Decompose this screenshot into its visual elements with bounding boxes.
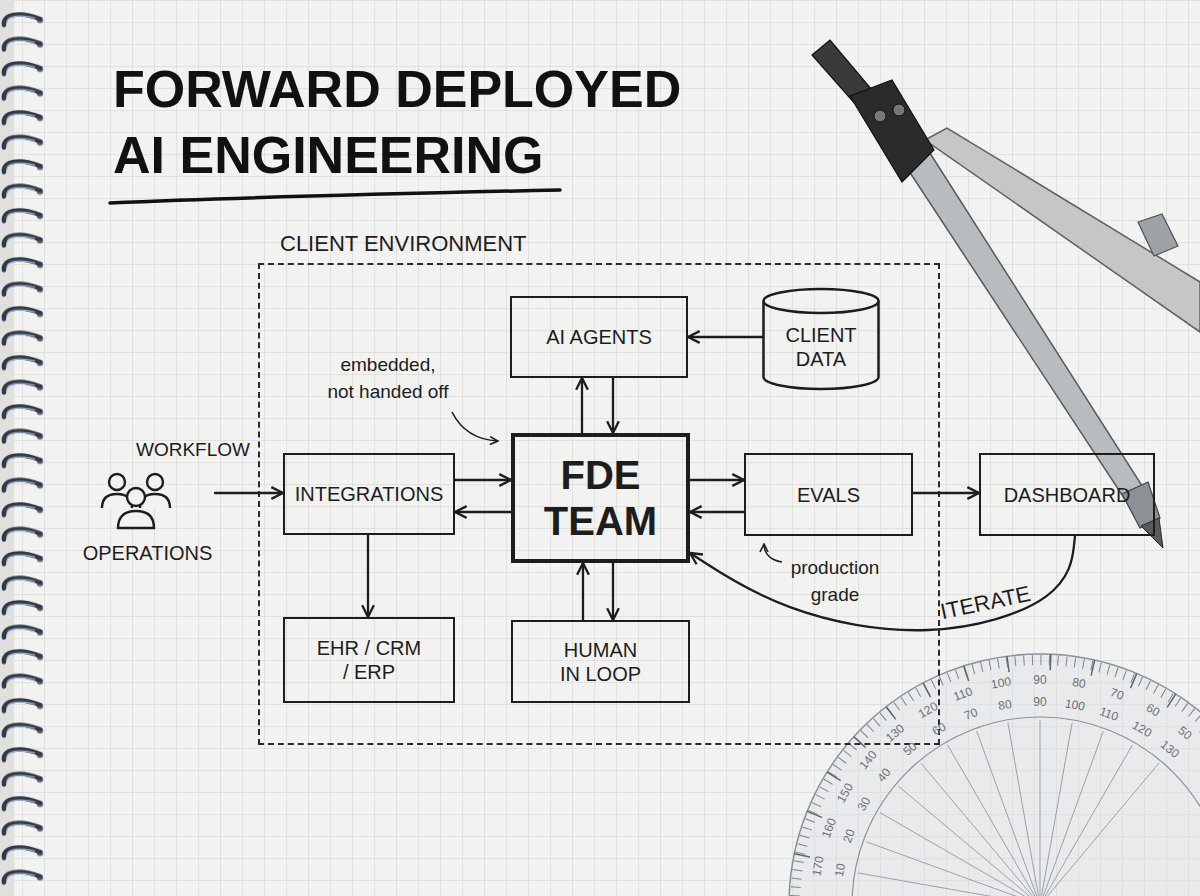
node-label: FDE TEAM <box>516 452 686 544</box>
scale-number: 90 <box>1033 674 1046 686</box>
scale-number: 30 <box>856 795 873 813</box>
people-symbol <box>102 474 170 528</box>
connector-arrow <box>455 511 511 513</box>
process-box: EHR / CRM / ERP <box>283 617 455 703</box>
connector-arrow <box>215 492 283 494</box>
database-cylinder: CLIENT DATA <box>762 287 880 391</box>
scale-number: 40 <box>876 766 894 784</box>
person-head <box>127 488 145 506</box>
title: FORWARD DEPLOYED AI ENGINEERING <box>113 56 723 188</box>
annotation-note: embedded, not handed off <box>326 352 450 405</box>
compass-screw <box>893 104 905 116</box>
scale-number: 60 <box>1144 702 1162 719</box>
node-label: AI AGENTS <box>546 325 652 349</box>
node-label: EVALS <box>797 483 860 507</box>
process-box: HUMAN IN LOOP <box>511 620 690 703</box>
node-label: INTEGRATIONS <box>295 482 444 506</box>
cylinder-top <box>764 289 879 313</box>
scale-number: 120 <box>1130 719 1153 739</box>
scale-number: 100 <box>990 676 1012 691</box>
scale-number: 120 <box>916 700 939 720</box>
person-head <box>147 474 163 490</box>
connector-arrow <box>913 492 979 494</box>
leader-line <box>764 544 782 562</box>
scale-number: 110 <box>952 685 974 703</box>
scale-number: 80 <box>997 698 1012 712</box>
scale-number: 140 <box>857 749 879 772</box>
connector-arrow <box>690 511 744 513</box>
scale-number: 60 <box>930 721 948 738</box>
leader-line <box>452 412 498 441</box>
process-box: DASHBOARD <box>979 453 1155 536</box>
scale-number: 130 <box>1159 738 1182 760</box>
scale-number: 70 <box>962 706 979 722</box>
process-box: INTEGRATIONS <box>283 453 455 535</box>
spiral-binding <box>0 8 48 888</box>
protractor-ticks <box>795 660 1200 896</box>
scale-number: 170 <box>811 855 826 877</box>
scale-number: 10 <box>833 862 847 877</box>
process-box: AI AGENTS <box>510 296 688 378</box>
node-label: EHR / CRM / ERP <box>314 636 424 684</box>
compass-hinge <box>850 80 934 182</box>
protractor-radials <box>855 720 1159 896</box>
scale-number: 150 <box>835 781 855 804</box>
scale-number: 130 <box>884 722 907 744</box>
connector-arrow <box>367 535 369 617</box>
scale-number: 110 <box>1098 705 1120 723</box>
connector-arrow <box>688 336 762 338</box>
annotation-note: production grade <box>780 555 890 608</box>
connector-arrow <box>690 479 744 481</box>
person-head <box>109 474 125 490</box>
node-label: OPERATIONS <box>80 541 215 565</box>
scale-number: 50 <box>1176 724 1194 742</box>
central-box: FDE TEAM <box>511 433 690 563</box>
node-label: HUMAN IN LOOP <box>553 638 649 686</box>
node-label: CLIENT DATA <box>776 323 866 371</box>
scale-number: 90 <box>1033 696 1046 708</box>
title-underline <box>110 190 560 203</box>
edge-label: ITERATE <box>938 579 1034 628</box>
scale-number: 100 <box>1064 697 1086 712</box>
connector-arrow <box>455 479 511 481</box>
compass-pencil-tip <box>1141 518 1163 548</box>
node-label: DASHBOARD <box>1004 483 1131 507</box>
scale-number: 70 <box>1109 686 1126 702</box>
people-icon: OPERATIONS <box>80 462 215 567</box>
compass-screw <box>874 110 886 122</box>
connector-arrow <box>582 563 584 620</box>
scale-number: 20 <box>841 827 857 844</box>
scale-number: 160 <box>819 817 837 840</box>
scale-number: 80 <box>1071 676 1086 690</box>
person-body <box>118 511 154 528</box>
environment-boundary: CLIENT ENVIRONMENTAI AGENTSCLIENT DATAIN… <box>258 263 940 745</box>
connector-arrow <box>612 563 614 620</box>
connector-arrow <box>612 378 614 433</box>
protractor-body <box>789 654 1200 896</box>
connector-arrow <box>581 378 583 433</box>
protractor-major-ticks <box>797 662 1200 896</box>
group-heading: CLIENT ENVIRONMENT <box>280 231 527 257</box>
edge-label: WORKFLOW <box>136 437 250 464</box>
connector-arrow <box>690 536 1075 630</box>
process-box: EVALS <box>744 453 913 536</box>
compass-screw <box>1138 214 1178 256</box>
